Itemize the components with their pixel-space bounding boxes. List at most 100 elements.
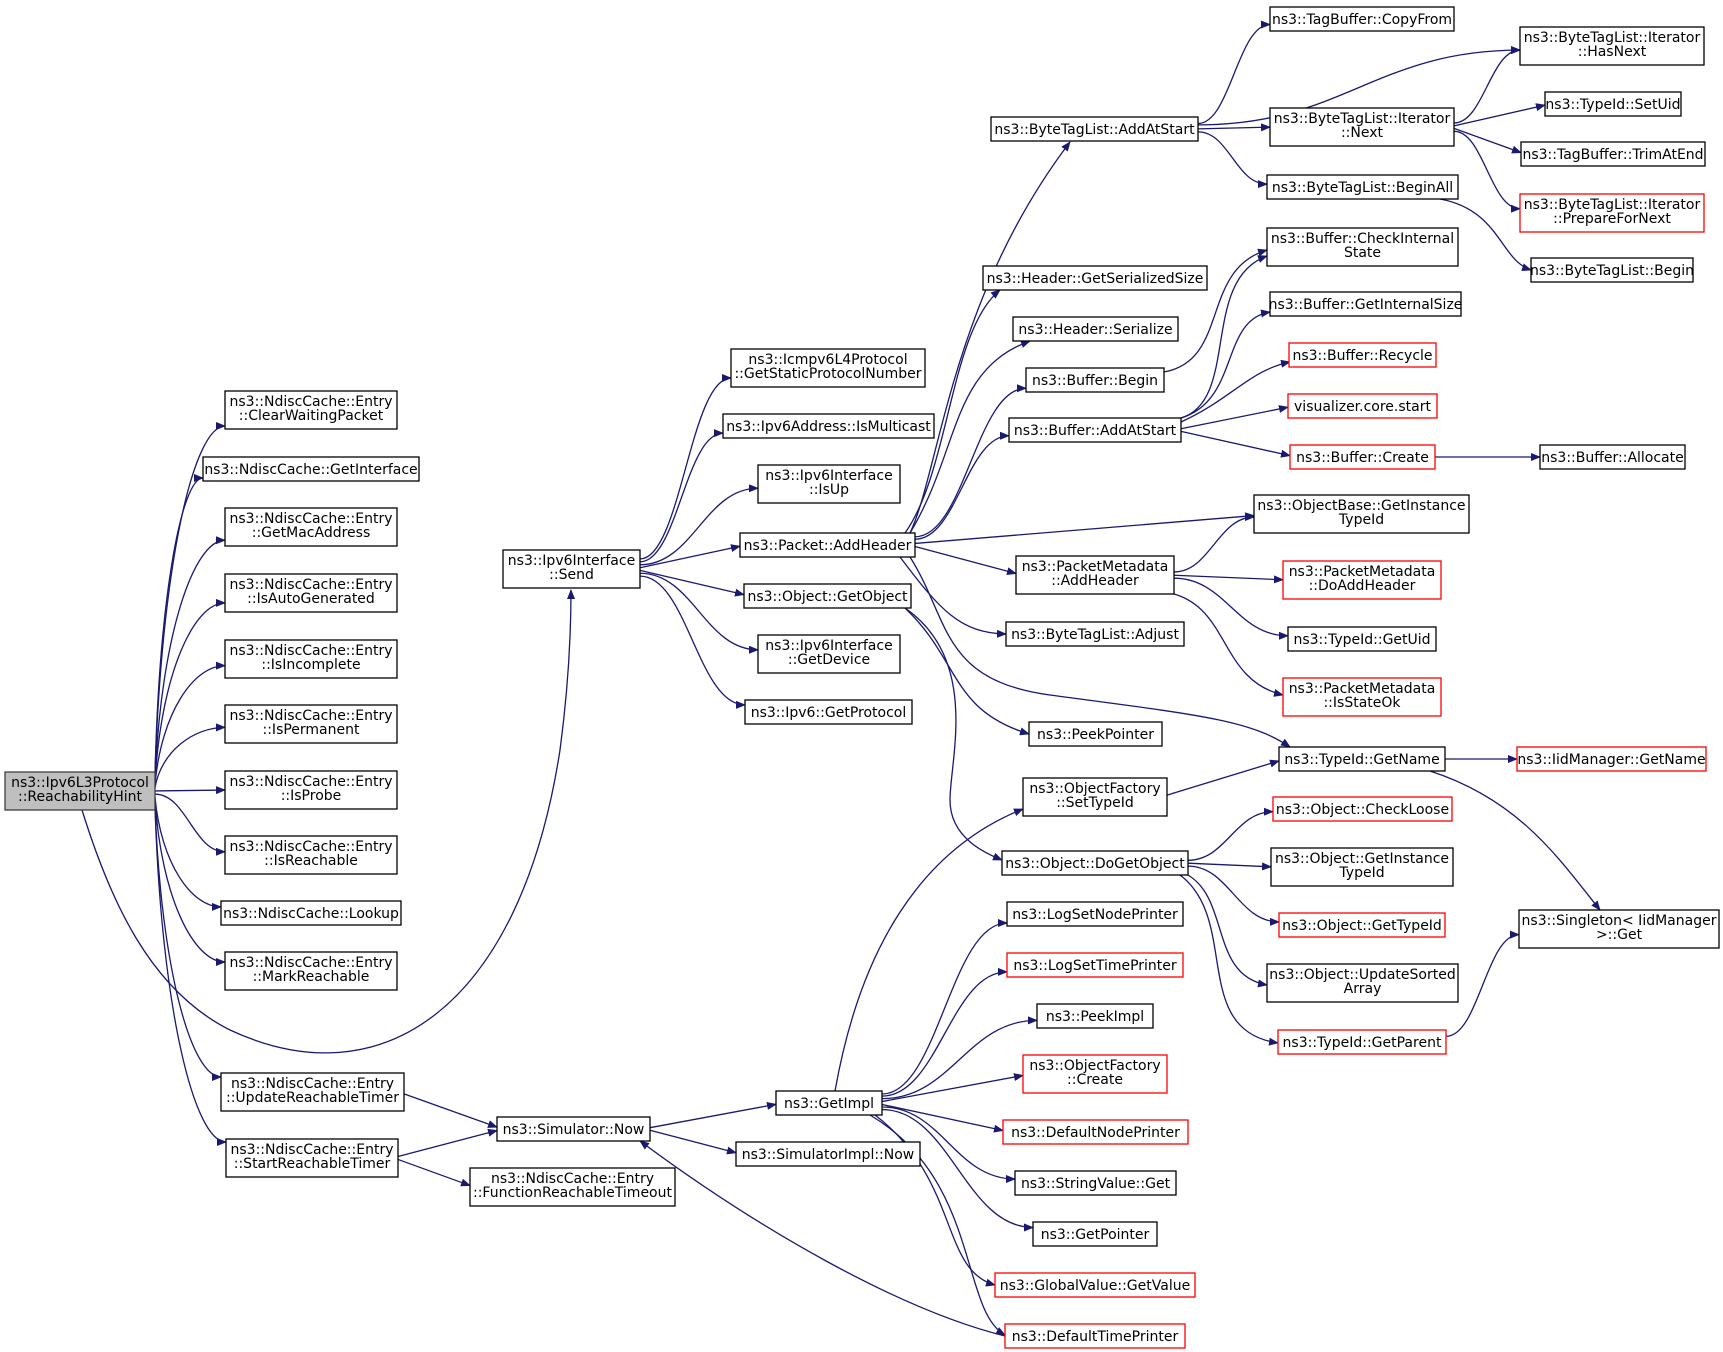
node-getiface[interactable]: ns3::NdiscCache::GetInterface [202,456,420,482]
node-funcreach[interactable]: ns3::NdiscCache::Entry::FunctionReachabl… [469,1167,676,1207]
node-hdrsize[interactable]: ns3::Header::GetSerializedSize [982,265,1208,291]
node-dogetobj[interactable]: ns3::Object::DoGetObject [1001,850,1189,876]
node-markreach[interactable]: ns3::NdiscCache::Entry::MarkReachable [224,951,398,991]
node-ispermanent[interactable]: ns3::NdiscCache::Entry::IsPermanent [224,704,398,744]
node-btladdatstart[interactable]: ns3::ByteTagList::AddAtStart [990,116,1199,142]
node-getobject[interactable]: ns3::Object::GetObject [743,583,912,609]
node-hasnext[interactable]: ns3::ByteTagList::Iterator::HasNext [1519,26,1705,66]
node-btlbegin[interactable]: ns3::ByteTagList::Begin [1530,257,1694,283]
node-box [739,532,916,558]
node-objgettid[interactable]: ns3::Object::GetTypeId [1278,912,1446,938]
node-box [224,390,398,430]
call-edge-addheader-to-btladjust [899,556,1007,638]
node-isup[interactable]: ns3::Ipv6Interface::IsUp [757,464,901,504]
call-edge-root-to-isreachable [154,793,226,856]
node-ofcreate[interactable]: ns3::ObjectFactory::Create [1022,1054,1168,1094]
node-tidgetuid[interactable]: ns3::TypeId::GetUid [1287,626,1437,652]
node-btlnext[interactable]: ns3::ByteTagList::Iterator::Next [1269,107,1455,147]
node-label: ns3::StringValue::Get [1021,1176,1171,1192]
node-tidsetuid[interactable]: ns3::TypeId::SetUid [1544,91,1682,117]
node-peekimpl[interactable]: ns3::PeekImpl [1036,1003,1154,1029]
node-updtimer[interactable]: ns3::NdiscCache::Entry::UpdateReachableT… [220,1072,405,1112]
node-getdevice[interactable]: ns3::Ipv6Interface::GetDevice [757,634,901,674]
node-bufbegin[interactable]: ns3::Buffer::Begin [1025,367,1165,393]
node-box [1277,1029,1447,1055]
node-getmac[interactable]: ns3::NdiscCache::Entry::GetMacAddress [224,507,398,547]
node-bufrecycle[interactable]: ns3::Buffer::Recycle [1288,342,1437,368]
node-gvget[interactable]: ns3::GlobalValue::GetValue [994,1272,1196,1298]
node-prepnext[interactable]: ns3::ByteTagList::Iterator::PrepareForNe… [1519,193,1705,233]
node-ofsettype[interactable]: ns3::ObjectFactory::SetTypeId [1022,777,1168,817]
node-label: ns3::LogSetTimePrinter [1013,958,1177,974]
node-simnow[interactable]: ns3::Simulator::Now [496,1116,651,1142]
node-iidgetname[interactable]: ns3::IidManager::GetName [1516,746,1707,772]
node-bufintsize[interactable]: ns3::Buffer::GetInternalSize [1269,291,1463,317]
node-bufalloc[interactable]: ns3::Buffer::Allocate [1539,444,1686,470]
node-peekptr[interactable]: ns3::PeekPointer [1028,721,1163,747]
node-box [1269,6,1455,32]
node-pmdoadd[interactable]: ns3::PacketMetadata::DoAddHeader [1282,560,1442,600]
node-tidgetname[interactable]: ns3::TypeId::GetName [1278,746,1446,772]
node-isreachable[interactable]: ns3::NdiscCache::Entry::IsReachable [224,835,398,875]
node-getimpl[interactable]: ns3::GetImpl [775,1090,883,1116]
call-edge-btlnext-to-prepnext [1453,130,1521,213]
node-tbcopy[interactable]: ns3::TagBuffer::CopyFrom [1269,6,1455,32]
node-label: ns3::GlobalValue::GetValue [1000,1278,1190,1294]
node-singleton[interactable]: ns3::Singleton< IidManager>::Get [1518,909,1720,949]
node-box [735,1141,921,1167]
node-objcheck[interactable]: ns3::Object::CheckLoose [1272,796,1453,822]
node-ipv6getproto[interactable]: ns3::Ipv6::GetProtocol [744,699,913,725]
node-ismulticast[interactable]: ns3::Ipv6Address::IsMulticast [722,413,935,439]
call-edge-addheader-to-hdrsize [904,289,1001,534]
node-viscore[interactable]: visualizer.core.start [1287,393,1438,419]
node-lookup[interactable]: ns3::NdiscCache::Lookup [220,900,402,926]
node-isincomplete[interactable]: ns3::NdiscCache::Entry::IsIncomplete [224,639,398,679]
node-label: ns3::GetImpl [784,1096,874,1112]
node-box [1036,1003,1154,1029]
node-defnode[interactable]: ns3::DefaultNodePrinter [1002,1119,1189,1145]
node-addheader[interactable]: ns3::Packet::AddHeader [739,532,916,558]
node-isauto[interactable]: ns3::NdiscCache::Entry::IsAutoGenerated [224,573,398,613]
node-getptr[interactable]: ns3::GetPointer [1032,1221,1158,1247]
node-box [994,1272,1196,1298]
call-edge-root-to-getmac [154,536,226,778]
node-root[interactable]: ns3::Ipv6L3Protocol::ReachabilityHint [4,771,156,811]
node-logtime[interactable]: ns3::LogSetTimePrinter [1006,952,1184,978]
node-box [1269,107,1455,147]
node-hdrser[interactable]: ns3::Header::Serialize [1012,316,1179,342]
node-box [1005,621,1185,647]
node-btladjust[interactable]: ns3::ByteTagList::Adjust [1005,621,1185,647]
node-lognode[interactable]: ns3::LogSetNodePrinter [1006,901,1184,927]
node-box [1287,626,1437,652]
node-simimplnow[interactable]: ns3::SimulatorImpl::Now [735,1141,921,1167]
node-label: ns3::NdiscCache::Entry [230,839,393,855]
node-tbtrim[interactable]: ns3::TagBuffer::TrimAtEnd [1520,141,1706,167]
call-edge-addheader-to-obgetinst [914,512,1255,545]
node-btlbeginall[interactable]: ns3::ByteTagList::BeginAll [1266,174,1459,200]
node-label: ::IsIncomplete [261,657,360,673]
call-edge-dogetobj-to-objgetinst [1187,862,1272,871]
node-tidparent[interactable]: ns3::TypeId::GetParent [1277,1029,1447,1055]
node-pmisok[interactable]: ns3::PacketMetadata::IsStateOk [1282,677,1442,717]
node-strget[interactable]: ns3::StringValue::Get [1014,1170,1177,1196]
node-label: ns3::NdiscCache::Entry [230,955,393,971]
call-edge-deftime-to-simnow [639,1140,1006,1337]
node-bufaddatstart[interactable]: ns3::Buffer::AddAtStart [1008,417,1182,443]
node-ifsend[interactable]: ns3::Ipv6Interface::Send [502,549,641,589]
call-edge-bufaddatstart-to-viscore [1180,405,1289,430]
node-box [1006,901,1184,927]
node-starttimer[interactable]: ns3::NdiscCache::Entry::StartReachableTi… [225,1138,399,1178]
node-box [982,265,1208,291]
node-clearwait[interactable]: ns3::NdiscCache::Entry::ClearWaitingPack… [224,390,398,430]
node-label: ns3::NdiscCache::Entry [230,394,393,410]
node-box [1287,393,1438,419]
node-pmaddheader[interactable]: ns3::PacketMetadata::AddHeader [1015,555,1175,595]
node-bufcreate[interactable]: ns3::Buffer::Create [1289,444,1436,470]
node-icmpnum[interactable]: ns3::Icmpv6L4Protocol::GetStaticProtocol… [730,348,926,388]
node-isprobe[interactable]: ns3::NdiscCache::Entry::IsProbe [224,770,398,810]
node-deftime[interactable]: ns3::DefaultTimePrinter [1004,1323,1186,1349]
